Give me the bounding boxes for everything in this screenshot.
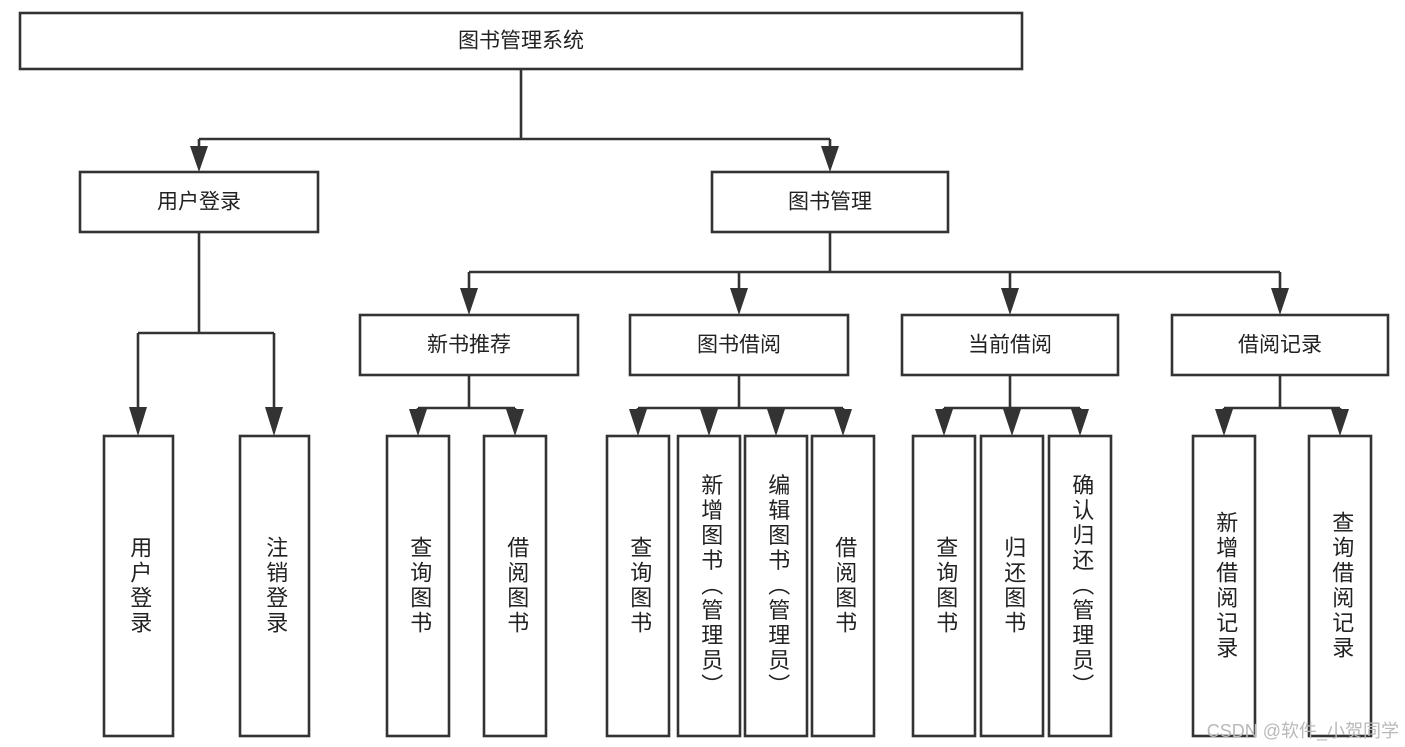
arrow-to-new-book-recommend xyxy=(460,288,478,315)
leaf-borrow-book-1-box[interactable] xyxy=(482,434,548,738)
leaf-borrow-book-2-label: 借阅图书 xyxy=(832,536,857,636)
node-book-borrow[interactable]: 图书借阅 xyxy=(628,313,850,377)
node-user-login-box[interactable] xyxy=(78,170,320,234)
arrow-to-leaf-query-book-1 xyxy=(409,409,427,436)
arrow-to-leaf-query-record xyxy=(1331,409,1349,436)
leaf-user-login[interactable]: 用户登录 xyxy=(102,434,175,738)
leaf-add-record-box[interactable] xyxy=(1191,434,1257,738)
leaf-confirm-return-box[interactable] xyxy=(1047,434,1113,738)
node-root[interactable]: 图书管理系统 xyxy=(18,11,1024,71)
node-borrow-record-label: 借阅记录 xyxy=(1238,334,1322,357)
leaf-borrow-book-2[interactable]: 借阅图书 xyxy=(810,434,876,738)
arrow-to-borrow-record xyxy=(1271,288,1289,315)
leaf-borrow-book-1-label: 借阅图书 xyxy=(504,536,529,636)
node-current-borrow-label: 当前借阅 xyxy=(968,334,1052,357)
leaf-query-book-3-label: 查询图书 xyxy=(933,536,958,636)
node-new-book-recommend-box[interactable] xyxy=(358,313,580,377)
leaf-query-book-2-label: 查询图书 xyxy=(627,536,652,636)
leaf-add-book-label: 新增图书（管理员） xyxy=(698,474,723,699)
arrow-to-leaf-return-book xyxy=(1003,409,1021,436)
node-new-book-recommend[interactable]: 新书推荐 xyxy=(358,313,580,377)
leaf-borrow-book-1[interactable]: 借阅图书 xyxy=(482,434,548,738)
leaf-query-book-3-box[interactable] xyxy=(911,434,977,738)
leaf-user-login-label: 用户登录 xyxy=(127,536,152,636)
leaf-borrow-book-2-box[interactable] xyxy=(810,434,876,738)
arrow-to-leaf-query-book-2 xyxy=(629,409,647,436)
leaf-query-book-1-box[interactable] xyxy=(385,434,451,738)
node-book-manage[interactable]: 图书管理 xyxy=(710,170,950,234)
node-user-login[interactable]: 用户登录 xyxy=(78,170,320,234)
leaf-query-record-label: 查询借阅记录 xyxy=(1329,511,1354,661)
leaf-return-book[interactable]: 归还图书 xyxy=(979,434,1045,738)
leaf-user-login-box[interactable] xyxy=(102,434,175,738)
arrow-to-leaf-user-logout xyxy=(265,407,283,436)
node-book-borrow-label: 图书借阅 xyxy=(697,334,781,357)
node-borrow-record[interactable]: 借阅记录 xyxy=(1170,313,1390,377)
leaf-add-book[interactable]: 新增图书（管理员） xyxy=(676,434,742,738)
arrow-to-leaf-add-record xyxy=(1215,409,1233,436)
arrow-to-leaf-add-book xyxy=(700,409,718,436)
arrow-to-leaf-edit-book xyxy=(767,409,785,436)
leaf-query-book-1-label: 查询图书 xyxy=(407,536,432,636)
node-current-borrow[interactable]: 当前借阅 xyxy=(900,313,1120,377)
arrow-to-leaf-confirm-return xyxy=(1071,409,1089,436)
arrow-to-leaf-user-login xyxy=(129,407,147,436)
leaf-add-book-box[interactable] xyxy=(676,434,742,738)
leaf-return-book-label: 归还图书 xyxy=(1001,536,1026,636)
node-root-box[interactable] xyxy=(18,11,1024,71)
arrow-to-book-borrow xyxy=(730,288,748,315)
node-book-manage-label: 图书管理 xyxy=(788,191,872,214)
leaf-user-logout[interactable]: 注销登录 xyxy=(238,434,311,738)
leaf-query-book-1[interactable]: 查询图书 xyxy=(385,434,451,738)
leaf-add-record-label: 新增借阅记录 xyxy=(1213,511,1238,661)
leaf-user-logout-label: 注销登录 xyxy=(263,536,288,636)
node-new-book-recommend-label: 新书推荐 xyxy=(427,334,511,357)
arrow-to-book-manage xyxy=(821,146,839,172)
leaf-query-record[interactable]: 查询借阅记录 xyxy=(1307,434,1373,738)
leaf-edit-book[interactable]: 编辑图书（管理员） xyxy=(743,434,809,738)
node-current-borrow-box[interactable] xyxy=(900,313,1120,377)
leaf-edit-book-box[interactable] xyxy=(743,434,809,738)
leaf-query-book-2-box[interactable] xyxy=(605,434,671,738)
arrow-to-user-login xyxy=(190,146,208,172)
arrow-to-leaf-query-book-3 xyxy=(935,409,953,436)
node-borrow-record-box[interactable] xyxy=(1170,313,1390,377)
leaf-query-record-box[interactable] xyxy=(1307,434,1373,738)
node-user-login-label: 用户登录 xyxy=(157,191,241,214)
arrow-to-leaf-borrow-book-2 xyxy=(834,409,852,436)
connector-layer xyxy=(129,69,1349,436)
node-book-manage-box[interactable] xyxy=(710,170,950,234)
leaf-user-logout-box[interactable] xyxy=(238,434,311,738)
leaf-confirm-return-label: 确认归还（管理员） xyxy=(1069,474,1094,699)
leaf-add-record[interactable]: 新增借阅记录 xyxy=(1191,434,1257,738)
leaf-query-book-3[interactable]: 查询图书 xyxy=(911,434,977,738)
leaf-confirm-return[interactable]: 确认归还（管理员） xyxy=(1047,434,1113,738)
csdn-watermark: CSDN @软件_小贺同学 xyxy=(1206,721,1399,741)
leaf-edit-book-label: 编辑图书（管理员） xyxy=(765,474,790,699)
leaf-return-book-box[interactable] xyxy=(979,434,1045,738)
node-book-borrow-box[interactable] xyxy=(628,313,850,377)
arrow-to-leaf-borrow-book-1 xyxy=(506,409,524,436)
node-root-label: 图书管理系统 xyxy=(458,30,584,53)
leaf-query-book-2[interactable]: 查询图书 xyxy=(605,434,671,738)
arrow-to-current-borrow xyxy=(1001,288,1019,315)
